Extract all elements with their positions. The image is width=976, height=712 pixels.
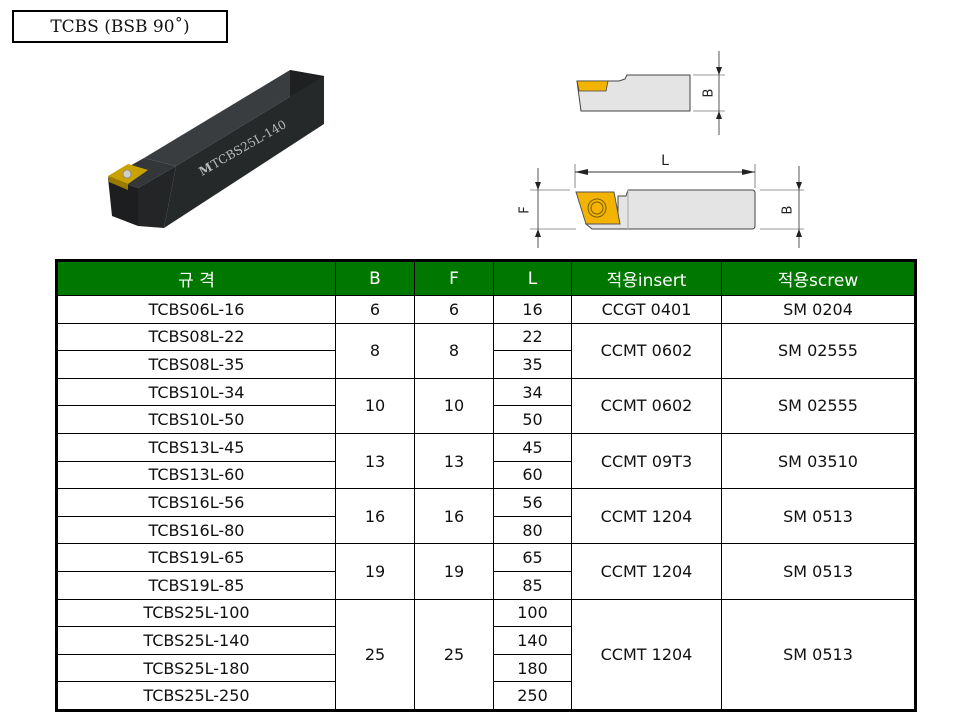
cell-l: 140 (493, 626, 572, 655)
cell-f: 19 (414, 543, 494, 600)
header-f: F (414, 260, 494, 296)
screw-icon (122, 169, 132, 179)
cell-screw: SM 03510 (721, 432, 916, 490)
cell-spec: TCBS06L-16 (56, 295, 336, 324)
insert-side-icon (576, 80, 609, 92)
cell-l: 45 (493, 432, 572, 462)
cell-b: 8 (335, 322, 415, 379)
cell-l: 65 (493, 543, 572, 572)
cell-f: 6 (414, 295, 494, 324)
cell-spec: TCBS19L-65 (56, 543, 336, 572)
cell-l: 100 (493, 598, 572, 628)
cell-l: 250 (493, 681, 572, 711)
cell-screw: SM 0513 (721, 598, 916, 711)
cell-spec: TCBS25L-180 (56, 653, 336, 683)
table-row: TCBS25L-140 140 (56, 626, 916, 655)
cell-screw: SM 02555 (721, 377, 916, 434)
cell-spec: TCBS25L-140 (56, 626, 336, 655)
cell-spec: TCBS08L-35 (56, 350, 336, 379)
cell-insert: CCMT 1204 (571, 543, 722, 600)
cell-b: 19 (335, 543, 415, 600)
cell-l: 60 (493, 460, 572, 490)
cell-spec: TCBS25L-100 (56, 598, 336, 628)
dim-b-label: B (702, 89, 717, 98)
cell-b: 13 (335, 432, 415, 490)
cell-spec: TCBS08L-22 (56, 322, 336, 352)
header-screw: 적용screw (721, 260, 916, 296)
tool-holder-photo: M TCBS25L-140 (108, 70, 324, 228)
cell-insert: CCMT 09T3 (571, 432, 722, 490)
cell-spec: TCBS16L-80 (56, 515, 336, 545)
table-row: TCBS13L-60 60 (56, 460, 916, 490)
dim-l-label: L (661, 153, 669, 169)
table-row: TCBS16L-80 80 (56, 515, 916, 545)
cell-f: 13 (414, 432, 494, 490)
page-title: TCBS (BSB 90˚) (12, 10, 228, 43)
cell-l: 16 (493, 295, 572, 324)
top-view-diagram: L F B (518, 153, 804, 248)
table-row: TCBS25L-250 250 (56, 681, 916, 711)
holder-front-face (164, 76, 324, 228)
cell-f: 8 (414, 322, 494, 379)
cell-l: 34 (493, 377, 572, 407)
holder-top-face (144, 70, 324, 166)
cell-b: 10 (335, 377, 415, 434)
cell-spec: TCBS13L-60 (56, 460, 336, 490)
cell-insert: CCMT 1204 (571, 598, 722, 711)
header-l: L (493, 260, 572, 296)
side-view-diagram: B (576, 51, 725, 135)
cell-insert: CCMT 1204 (571, 488, 722, 545)
cell-spec: TCBS13L-45 (56, 432, 336, 462)
insert-top-icon (575, 191, 621, 225)
cell-insert: CCMT 0602 (571, 322, 722, 379)
cell-insert: CCGT 0401 (571, 295, 722, 324)
cell-l: 85 (493, 570, 572, 600)
cell-screw: SM 0513 (721, 488, 916, 545)
table-header-row: 규 격 B F L 적용insert 적용screw (56, 260, 916, 296)
cell-f: 16 (414, 488, 494, 545)
cell-screw: SM 02555 (721, 322, 916, 379)
cell-spec: TCBS16L-56 (56, 488, 336, 517)
table-row: TCBS25L-180 180 (56, 653, 916, 683)
header-b: B (335, 260, 415, 296)
cell-spec: TCBS19L-85 (56, 570, 336, 600)
cell-l: 50 (493, 405, 572, 434)
cell-f: 25 (414, 598, 494, 711)
cell-l: 22 (493, 322, 572, 352)
cell-insert: CCMT 0602 (571, 377, 722, 434)
header-insert: 적용insert (571, 260, 722, 296)
dim-b-label-top: B (781, 206, 796, 215)
cell-b: 25 (335, 598, 415, 711)
cell-b: 6 (335, 295, 415, 324)
cell-spec: TCBS25L-250 (56, 681, 336, 711)
cell-screw: SM 0513 (721, 543, 916, 600)
header-spec: 규 격 (56, 260, 336, 296)
engraving-logo: M (197, 160, 216, 179)
cell-spec: TCBS10L-34 (56, 377, 336, 407)
cell-l: 35 (493, 350, 572, 379)
cell-l: 180 (493, 653, 572, 683)
dim-f-label: F (518, 206, 533, 213)
cell-l: 80 (493, 515, 572, 545)
holder-side-outline (576, 74, 691, 112)
cell-l: 56 (493, 488, 572, 517)
cell-screw: SM 0204 (721, 295, 916, 324)
cell-spec: TCBS10L-50 (56, 405, 336, 434)
table-row: TCBS10L-50 50 (56, 405, 916, 434)
cell-f: 10 (414, 377, 494, 434)
cell-b: 16 (335, 488, 415, 545)
